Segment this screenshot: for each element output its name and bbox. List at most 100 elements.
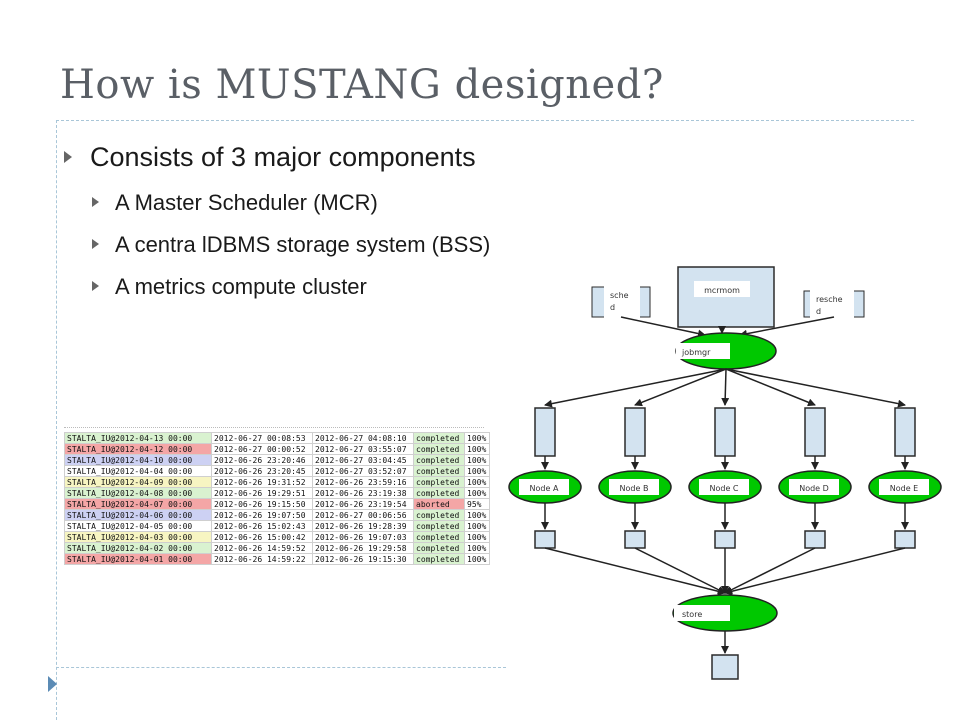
percent-cell: 100% bbox=[464, 531, 490, 543]
start-time-cell: 2012-06-26 23:20:45 bbox=[211, 465, 313, 477]
job-name-cell: STALTA_IU@2012-04-01 00:00 bbox=[64, 553, 212, 565]
percent-cell: 100% bbox=[464, 542, 490, 554]
slide-title: How is MUSTANG designed? bbox=[60, 62, 664, 108]
job-name-cell: STALTA_IU@2012-04-10 00:00 bbox=[64, 454, 212, 466]
start-time-cell: 2012-06-27 00:00:52 bbox=[211, 443, 313, 455]
end-time-cell: 2012-06-27 04:08:10 bbox=[312, 432, 414, 444]
percent-cell: 100% bbox=[464, 443, 490, 455]
node-label-bg bbox=[699, 479, 749, 495]
percent-cell: 100% bbox=[464, 476, 490, 488]
queue-box bbox=[534, 407, 556, 457]
sub-bullet: A Master Scheduler (MCR) bbox=[92, 190, 378, 216]
queue-box bbox=[714, 407, 736, 457]
jobmgr-label: jobmgr bbox=[681, 348, 711, 357]
end-time-cell: 2012-06-27 03:55:07 bbox=[312, 443, 414, 455]
sched-label-line: d bbox=[610, 303, 615, 312]
node-label-bg bbox=[519, 479, 569, 495]
queue-box bbox=[894, 407, 916, 457]
result-box bbox=[804, 530, 826, 549]
store-label: store bbox=[682, 610, 702, 619]
title-divider bbox=[56, 120, 914, 121]
result-box bbox=[714, 530, 736, 549]
node-label: Node A bbox=[530, 484, 559, 493]
start-time-cell: 2012-06-26 19:15:50 bbox=[211, 498, 313, 510]
status-cell: completed bbox=[413, 443, 465, 455]
arrow bbox=[544, 547, 726, 596]
percent-cell: 100% bbox=[464, 553, 490, 565]
status-cell: completed bbox=[413, 432, 465, 444]
status-cell: completed bbox=[413, 531, 465, 543]
node-label: Node E bbox=[890, 484, 918, 493]
resched-label-bg bbox=[810, 289, 854, 319]
bullet-triangle-icon bbox=[92, 281, 99, 292]
percent-cell: 100% bbox=[464, 487, 490, 499]
arrow bbox=[724, 547, 816, 594]
node-label: Node B bbox=[620, 484, 649, 493]
node-label-bg bbox=[789, 479, 839, 495]
output-box bbox=[711, 654, 739, 680]
status-cell: completed bbox=[413, 465, 465, 477]
fanout-arrows bbox=[544, 368, 906, 408]
result-box bbox=[894, 530, 916, 549]
status-cell: completed bbox=[413, 454, 465, 466]
node-label-bg bbox=[879, 479, 929, 495]
percent-cell: 100% bbox=[464, 509, 490, 521]
start-time-cell: 2012-06-26 19:07:50 bbox=[211, 509, 313, 521]
sub-bullet-text: A Master Scheduler (MCR) bbox=[115, 190, 378, 215]
job-name-cell: STALTA_IU@2012-04-08 00:00 bbox=[64, 487, 212, 499]
start-time-cell: 2012-06-26 14:59:22 bbox=[211, 553, 313, 565]
resched-label: resche d bbox=[816, 295, 845, 316]
end-time-cell: 2012-06-26 23:59:16 bbox=[312, 476, 414, 488]
sub-bullet: A centra lDBMS storage system (BSS) bbox=[92, 232, 490, 258]
footer-triangle-icon bbox=[48, 676, 57, 692]
status-cell: completed bbox=[413, 542, 465, 554]
end-time-cell: 2012-06-27 00:06:56 bbox=[312, 509, 414, 521]
end-time-cell: 2012-06-26 19:15:30 bbox=[312, 553, 414, 565]
resched-label-line: d bbox=[816, 307, 821, 316]
arrow bbox=[620, 316, 706, 338]
job-name-cell: STALTA_IU@2012-04-13 00:00 bbox=[64, 432, 212, 444]
arrow bbox=[721, 368, 730, 406]
footer-divider bbox=[56, 667, 506, 668]
status-cell: aborted bbox=[413, 498, 465, 510]
arrow bbox=[544, 368, 727, 408]
bullet-triangle-icon bbox=[64, 150, 72, 163]
resched-label-line: resche bbox=[816, 295, 843, 304]
queue-box bbox=[624, 407, 646, 457]
arrow bbox=[739, 316, 835, 338]
sub-bullet-text: A metrics compute cluster bbox=[115, 274, 367, 299]
main-bullet-text: Consists of 3 major components bbox=[90, 142, 476, 172]
start-time-cell: 2012-06-26 14:59:52 bbox=[211, 542, 313, 554]
end-time-cell: 2012-06-27 03:52:07 bbox=[312, 465, 414, 477]
master-label-bg bbox=[694, 281, 750, 297]
percent-cell: 95% bbox=[464, 498, 490, 510]
status-cell: completed bbox=[413, 487, 465, 499]
percent-cell: 100% bbox=[464, 465, 490, 477]
end-time-cell: 2012-06-26 19:29:58 bbox=[312, 542, 414, 554]
start-time-cell: 2012-06-26 19:31:52 bbox=[211, 476, 313, 488]
sched-label: sche d bbox=[610, 291, 631, 312]
jobmgr-label-bg bbox=[676, 343, 730, 359]
arrow bbox=[724, 547, 906, 596]
node-label: Node D bbox=[799, 484, 829, 493]
node-label-bg bbox=[609, 479, 659, 495]
job-name-cell: STALTA_IU@2012-04-02 00:00 bbox=[64, 542, 212, 554]
end-time-cell: 2012-06-26 23:19:38 bbox=[312, 487, 414, 499]
status-cell: completed bbox=[413, 520, 465, 532]
arrow bbox=[634, 547, 726, 594]
sub-bullet: A metrics compute cluster bbox=[92, 274, 367, 300]
queue-box bbox=[804, 407, 826, 457]
arrow bbox=[725, 368, 906, 408]
result-box bbox=[624, 530, 646, 549]
